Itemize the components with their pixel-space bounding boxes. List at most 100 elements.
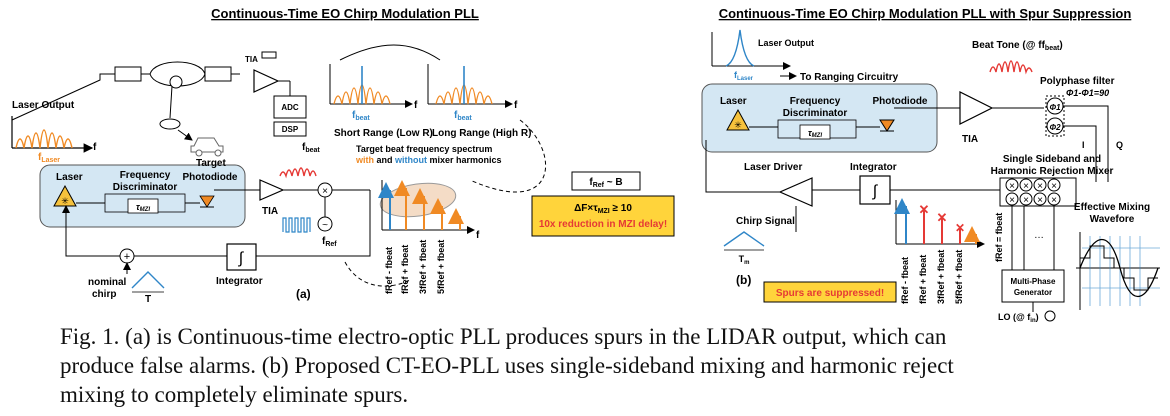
phi1-label: Φ1 xyxy=(1049,103,1061,112)
svg-text:✕: ✕ xyxy=(955,221,965,235)
panel-b-freq-disc-1: Frequency xyxy=(790,96,841,107)
lo-oscillator-icon xyxy=(1044,310,1056,322)
panel-a-spur-spectrum: f fRef - fbeat fRef + fbeat 3fRef + fbea… xyxy=(378,180,480,294)
chirp-label: chirp xyxy=(92,289,116,300)
svg-text:fbeat: fbeat xyxy=(302,142,320,154)
svg-text:f: f xyxy=(514,100,518,111)
ssb-label-1: Single Sideband and xyxy=(1003,154,1101,165)
spurs-suppressed-box xyxy=(763,281,897,303)
panel-a-fbeat-sub: beat xyxy=(305,147,320,154)
panel-b-photodiode-icon xyxy=(879,119,895,132)
long-fbeat: f xyxy=(454,110,458,121)
svg-text:✳: ✳ xyxy=(734,120,742,130)
effective-mixing-waveform xyxy=(1076,232,1160,310)
f-laser-label: f xyxy=(38,152,42,163)
q-label: Q xyxy=(1116,140,1123,150)
svg-text:~: ~ xyxy=(322,220,328,231)
svg-text:×: × xyxy=(1023,195,1029,206)
figure-diagram: Continuous-Time EO Chirp Modulation PLL … xyxy=(11,6,1160,322)
panel-a-optical-block xyxy=(39,164,246,228)
nominal-label: nominal xyxy=(88,277,127,288)
without-label: without xyxy=(394,155,427,165)
b-tick-4: 5fRef + fbeat xyxy=(954,250,964,304)
target-label: Target xyxy=(196,158,226,169)
fref-eq-label: fRef = fbeat xyxy=(994,213,1004,262)
svg-text:×: × xyxy=(1023,181,1029,192)
short-fbeat: f xyxy=(352,110,356,121)
tia-top-amplifier xyxy=(253,69,280,93)
panel-b-label: (b) xyxy=(736,273,751,287)
eff-mix-label-2: Wavefore xyxy=(1090,214,1135,225)
adc-label: ADC xyxy=(281,103,299,112)
panel-b-tau: τ xyxy=(808,128,813,138)
figure-caption: Fig. 1. (a) is Continuous-time electro-o… xyxy=(60,322,1150,409)
beat-waveform xyxy=(279,167,317,179)
polyphase-label: Polyphase filter xyxy=(1040,76,1115,87)
short-range-label: Short Range (Low R) xyxy=(334,128,433,139)
feedback-dashed-arrow xyxy=(469,119,547,193)
svg-text:fRef: fRef xyxy=(322,236,337,248)
coupler-right xyxy=(204,66,232,82)
adc-block xyxy=(273,95,307,119)
panel-b-chirp-triangle xyxy=(723,231,765,247)
eff-mix-label-1: Effective Mixing xyxy=(1074,202,1150,213)
beat-tone-tail: ) xyxy=(1059,40,1062,51)
short-range-spectrum: f fbeat Short Range (Low R) xyxy=(329,64,433,139)
b-tick-1: fRef - fbeat xyxy=(900,257,910,304)
svg-text:✕: ✕ xyxy=(919,202,930,217)
a-tick-1: fRef - fbeat xyxy=(384,247,394,294)
delay-reduction-box xyxy=(531,195,675,237)
panel-b-photodiode-label: Photodiode xyxy=(873,96,928,107)
freq-disc-label-2: Discriminator xyxy=(113,182,178,193)
laser-driver-label: Laser Driver xyxy=(744,162,802,173)
lens-icon xyxy=(159,118,181,130)
svg-text:×: × xyxy=(1009,181,1015,192)
b-tick-2: fRef + fbeat xyxy=(918,255,928,304)
svg-text:fRef ~ B: fRef ~ B xyxy=(589,177,622,189)
svg-text:×: × xyxy=(1037,181,1043,192)
photodiode-icon xyxy=(199,195,215,208)
photodiode-label: Photodiode xyxy=(183,172,238,183)
phi-relation: Φ1-Φ1=90 xyxy=(1066,88,1109,98)
caption-line-2: produce false alarms. (b) Proposed CT-EO… xyxy=(60,353,954,378)
multiphase-label-2: Generator xyxy=(1014,288,1052,297)
panel-a-laser-label: Laser xyxy=(56,172,83,183)
ssb-label-2: Harmonic Rejection Mixer xyxy=(991,166,1114,177)
tm-label: T xyxy=(739,254,745,264)
panel-a: Continuous-Time EO Chirp Modulation PLL … xyxy=(11,6,675,305)
tau-sub: MZI xyxy=(140,207,151,213)
svg-text:fLaser: fLaser xyxy=(734,70,754,82)
tau-label: τ xyxy=(136,202,141,212)
laser-output-f: f xyxy=(93,142,97,153)
coupler-left xyxy=(114,66,142,82)
target-car-icon xyxy=(190,137,224,157)
panel-b-integrator-label: Integrator xyxy=(850,162,897,173)
svg-text:ΔF×τMZI ≥ 10: ΔF×τMZI ≥ 10 xyxy=(574,203,632,215)
f-laser-sub: Laser xyxy=(41,157,60,164)
svg-text:f: f xyxy=(476,230,480,241)
panel-b-laser-label: Laser xyxy=(720,96,747,107)
svg-text:✳: ✳ xyxy=(61,196,69,206)
svg-text:×: × xyxy=(1051,181,1057,192)
svg-text:fLaser: fLaser xyxy=(38,152,60,164)
a-tick-2: fRef + fbeat xyxy=(400,245,410,294)
tia-top-label: TIA xyxy=(245,55,258,64)
svg-text:∫: ∫ xyxy=(238,250,245,267)
panel-b: Continuous-Time EO Chirp Modulation PLL … xyxy=(701,6,1160,322)
svg-text:×: × xyxy=(1009,195,1015,206)
beat-tone-label: Beat Tone (@ f xyxy=(972,40,1042,51)
svg-text:…: … xyxy=(1034,230,1044,241)
panel-a-fbeat: f xyxy=(302,142,306,153)
svg-text:×: × xyxy=(1037,195,1043,206)
fref-b-f: f xyxy=(589,177,593,188)
spurs-suppressed-text: Spurs are suppressed! xyxy=(776,288,884,299)
panel-b-freq-disc-2: Discriminator xyxy=(783,108,848,119)
panel-b-title: Continuous-Time EO Chirp Modulation PLL … xyxy=(719,6,1132,21)
multiphase-label-1: Multi-Phase xyxy=(1011,277,1056,286)
beat-tone-sub: beat xyxy=(1045,45,1060,52)
panel-b-flaser-sub: Laser xyxy=(737,76,754,82)
panel-b-beat-wave xyxy=(989,60,1033,75)
caption-line-1: Fig. 1. (a) is Continuous-time electro-o… xyxy=(60,324,947,349)
short-fbeat-sub: beat xyxy=(355,115,370,122)
chirp-signal-label: Chirp Signal xyxy=(736,216,795,227)
